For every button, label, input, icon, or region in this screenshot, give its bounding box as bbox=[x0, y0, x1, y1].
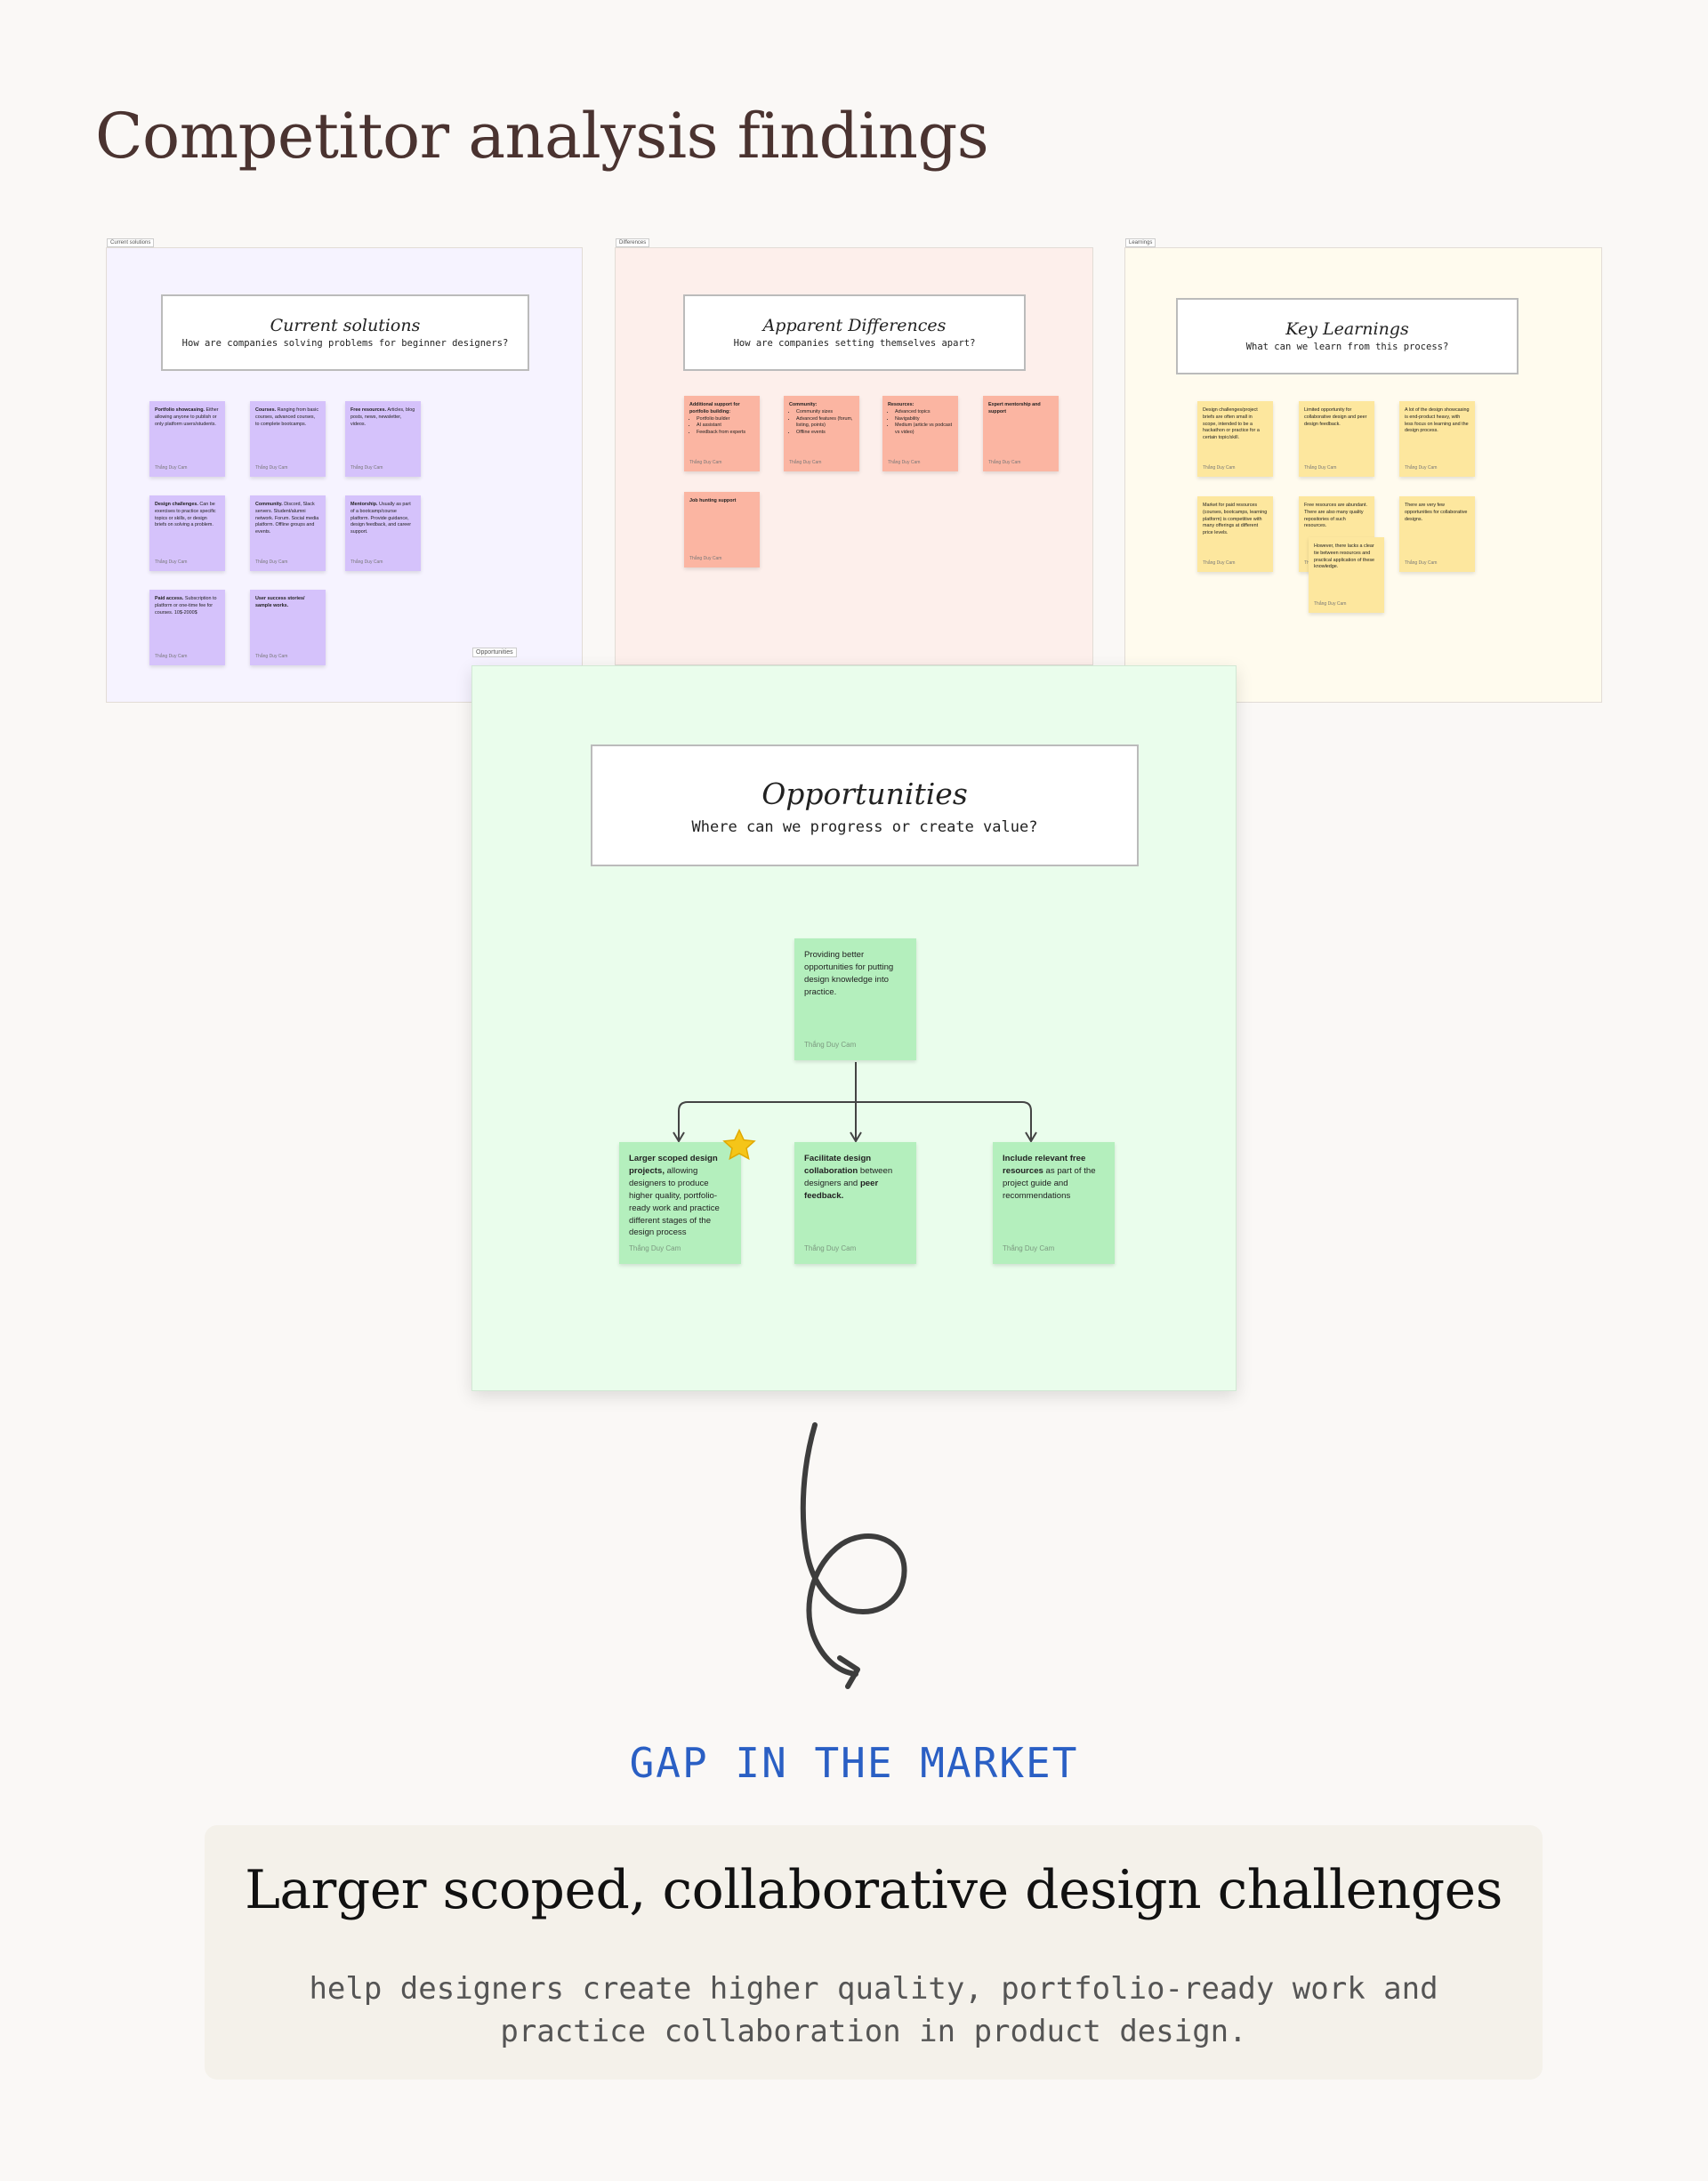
sticky-note-child[interactable]: Include relevant free resources as part … bbox=[993, 1142, 1115, 1264]
frame-label-opportunities[interactable]: Opportunities bbox=[472, 648, 517, 657]
gap-in-the-market-label: GAP IN THE MARKET bbox=[629, 1739, 1079, 1787]
frame-label-differences[interactable]: Differences bbox=[616, 238, 650, 247]
sticky-note[interactable]: Free resources. Articles, blog posts, ne… bbox=[345, 401, 421, 477]
header-subtitle: What can we learn from this process? bbox=[1245, 342, 1449, 352]
frame-label-learnings[interactable]: Learnings bbox=[1125, 238, 1156, 247]
sticky-note[interactable]: Limited opportunity for collaborative de… bbox=[1299, 401, 1374, 477]
sticky-note[interactable]: Design challenges. Can be exercises to p… bbox=[149, 495, 225, 571]
sticky-note[interactable]: Expert mentorship and support Thắng Duy … bbox=[983, 396, 1059, 471]
sticky-note[interactable]: A lot of the design showcasing is end-pr… bbox=[1399, 401, 1475, 477]
result-title: Larger scoped, collaborative design chal… bbox=[245, 1859, 1503, 1921]
header-card-opportunities[interactable]: Opportunities Where can we progress or c… bbox=[591, 744, 1139, 866]
board-apparent-differences[interactable]: Apparent Differences How are companies s… bbox=[615, 247, 1093, 665]
board-current-solutions[interactable]: Current solutions How are companies solv… bbox=[106, 247, 583, 703]
star-icon[interactable] bbox=[720, 1126, 759, 1165]
sticky-note[interactable]: However, there lacks a clear tie between… bbox=[1309, 537, 1384, 613]
result-card: Larger scoped, collaborative design chal… bbox=[205, 1825, 1543, 2080]
sticky-note[interactable]: User success stories/ sample works. Thắn… bbox=[250, 590, 326, 665]
header-card-differences[interactable]: Apparent Differences How are companies s… bbox=[683, 294, 1026, 371]
curly-arrow-icon bbox=[800, 1422, 907, 1689]
sticky-note[interactable]: Community: Community sizesAdvanced featu… bbox=[784, 396, 859, 471]
board-key-learnings[interactable]: Key Learnings What can we learn from thi… bbox=[1124, 247, 1602, 703]
sticky-note[interactable]: Community. Discord, Slack servers. Stude… bbox=[250, 495, 326, 571]
header-title: Opportunities bbox=[761, 777, 968, 811]
page-title: Competitor analysis findings bbox=[95, 100, 989, 173]
sticky-note[interactable]: Design challenges/project briefs are oft… bbox=[1197, 401, 1273, 477]
sticky-note-root[interactable]: Providing better opportunities for putti… bbox=[794, 938, 916, 1060]
header-card-learnings[interactable]: Key Learnings What can we learn from thi… bbox=[1176, 298, 1519, 374]
sticky-note-child[interactable]: Larger scoped design projects, allowing … bbox=[619, 1128, 756, 1264]
sticky-note[interactable]: Job hunting support Thắng Duy Cam bbox=[684, 492, 760, 567]
sticky-note[interactable]: Portfolio showcasing. Either allowing an… bbox=[149, 401, 225, 477]
sticky-note[interactable]: Paid access. Subscription to platform or… bbox=[149, 590, 225, 665]
sticky-note[interactable]: Additional support for portfolio buildin… bbox=[684, 396, 760, 471]
sticky-note[interactable]: Courses. Ranging from basic courses, adv… bbox=[250, 401, 326, 477]
sticky-note[interactable]: There are very few opportunities for col… bbox=[1399, 496, 1475, 572]
frame-label-current[interactable]: Current solutions bbox=[107, 238, 155, 247]
sticky-note[interactable]: Market for paid resources (courses, boot… bbox=[1197, 496, 1273, 572]
board-opportunities[interactable]: Opportunities Where can we progress or c… bbox=[471, 665, 1237, 1391]
header-title: Key Learnings bbox=[1285, 319, 1409, 339]
header-card-current[interactable]: Current solutions How are companies solv… bbox=[161, 294, 529, 371]
header-subtitle: How are companies solving problems for b… bbox=[181, 338, 509, 349]
header-subtitle: How are companies setting themselves apa… bbox=[733, 338, 976, 349]
header-title: Apparent Differences bbox=[762, 316, 947, 335]
sticky-note[interactable]: Mentorship. Usually as part of a bootcam… bbox=[345, 495, 421, 571]
header-title: Current solutions bbox=[270, 316, 421, 335]
sticky-note-child[interactable]: Facilitate design collaboration between … bbox=[794, 1142, 916, 1264]
header-subtitle: Where can we progress or create value? bbox=[691, 818, 1038, 836]
result-description: help designers create higher quality, po… bbox=[309, 1971, 1438, 2049]
sticky-note[interactable]: Resources: Advanced topicsNavigabilityMe… bbox=[882, 396, 958, 471]
